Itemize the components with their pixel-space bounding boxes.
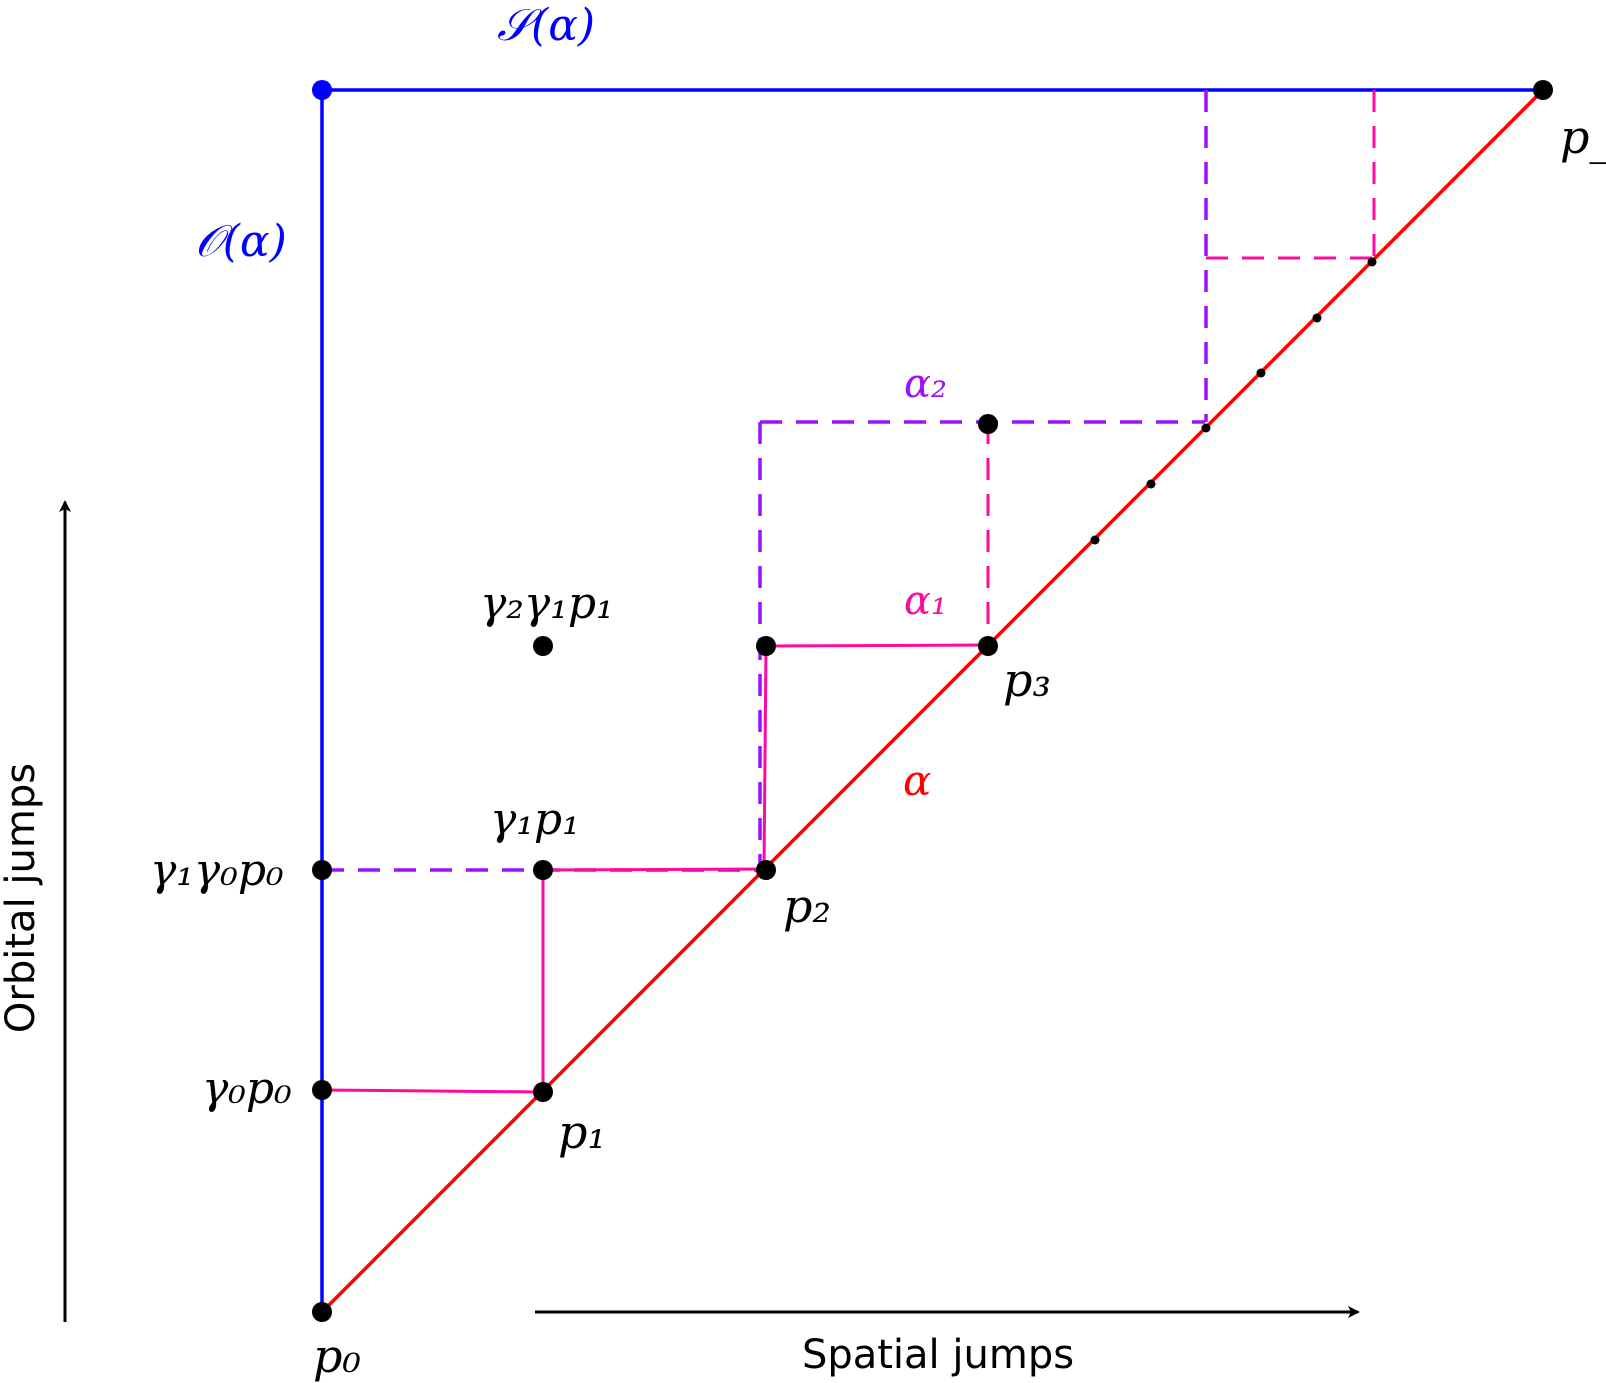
small-point — [1367, 257, 1377, 267]
small-point — [1090, 535, 1100, 545]
point-p0 — [312, 1302, 332, 1322]
orbital-jumps-label: Orbital jumps — [0, 763, 44, 1033]
small-point — [1256, 368, 1266, 378]
corner-point — [312, 80, 332, 100]
label-p3: p₃ — [1003, 653, 1051, 707]
point-p2 — [756, 860, 776, 880]
label-alpha1: α₁ — [904, 578, 947, 624]
o-alpha-label: 𝒪(α) — [195, 216, 287, 267]
point-g1g0p0 — [312, 860, 332, 880]
magenta-dashed-lines — [986, 90, 1376, 646]
label-g1p1: γ₁p₁ — [490, 794, 580, 845]
point-pl — [1533, 80, 1553, 100]
small-point — [1312, 313, 1322, 323]
small-point — [1201, 423, 1211, 433]
label-p2: p₂ — [783, 879, 831, 933]
point-p1 — [533, 1082, 553, 1102]
point-g2g1p1 — [533, 636, 553, 656]
small-point — [1146, 479, 1156, 489]
point-alpha2 — [978, 414, 998, 434]
alpha-path — [320, 88, 1545, 1314]
label-pl: p_ℓ — [1560, 110, 1606, 164]
point-p3 — [978, 636, 998, 656]
points — [312, 80, 1553, 1322]
label-g2g1p1: γ₂γ₁p₁ — [480, 578, 614, 629]
point-alpha1-corner — [756, 636, 776, 656]
point-g1p1 — [533, 860, 553, 880]
label-g1g0p0: γ₁γ₀p₀ — [150, 845, 284, 896]
label-alpha: α — [903, 756, 931, 805]
label-alpha2: α₂ — [904, 361, 947, 407]
label-p0: p₀ — [313, 1329, 361, 1383]
point-g0p0 — [312, 1080, 332, 1100]
magenta-step-path — [321, 643, 989, 1094]
label-g0p0: γ₀p₀ — [202, 1063, 292, 1114]
label-p1: p₁ — [558, 1105, 606, 1159]
spatial-jumps-label: Spatial jumps — [802, 1332, 1074, 1378]
s-alpha-label: 𝒮(α) — [497, 0, 595, 51]
